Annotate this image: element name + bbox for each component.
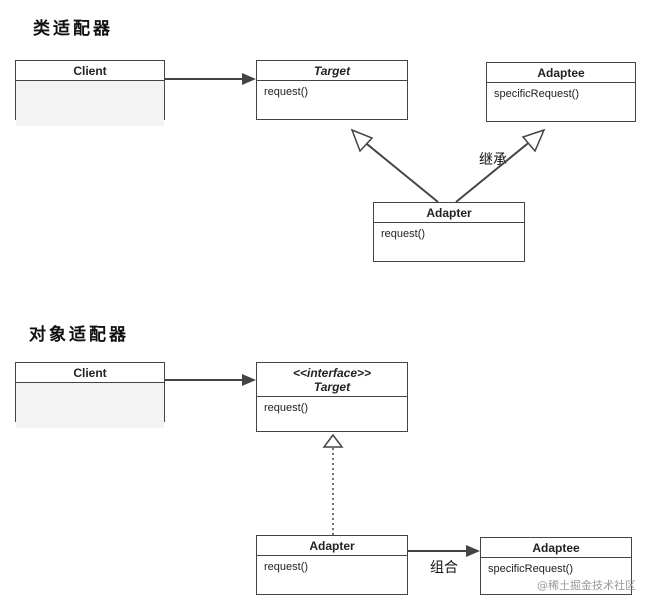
class-adapter-method: request()	[381, 228, 426, 240]
composition-label: 组合	[430, 560, 458, 576]
class-adaptee-method: specificRequest()	[494, 88, 579, 100]
class-adapter-target-line	[361, 139, 439, 203]
object-adapter-target-triangle	[322, 433, 344, 448]
object-client-name: Client	[16, 363, 164, 383]
object-target-name: Target	[313, 380, 351, 394]
class-target-box: Target request()	[256, 60, 408, 120]
object-target-method: request()	[264, 402, 309, 414]
object-client-target-arrowhead	[242, 374, 256, 386]
object-target-header: <<interface>> Target	[257, 363, 407, 397]
inheritance-label: 继承	[479, 152, 507, 168]
interface-stereotype: <<interface>>	[292, 366, 372, 380]
class-adapter-target-triangle	[350, 128, 374, 153]
watermark-text: @稀土掘金技术社区	[537, 579, 636, 592]
class-client-box: Client	[15, 60, 165, 126]
object-adapter-box: Adapter request()	[256, 535, 408, 595]
class-client-target-arrowhead	[242, 73, 256, 85]
class-adaptee-name: Adaptee	[487, 63, 635, 83]
class-target-method: request()	[264, 86, 309, 98]
class-adapter-title: 类适配器	[33, 19, 113, 39]
class-adapter-box: Adapter request()	[373, 202, 525, 262]
class-client-body	[16, 81, 164, 126]
object-adapter-method: request()	[264, 561, 309, 573]
class-client-name: Client	[16, 61, 164, 81]
class-adaptee-box: Adaptee specificRequest()	[486, 62, 636, 122]
class-adapter-name: Adapter	[374, 203, 524, 223]
object-adaptee-name: Adaptee	[481, 538, 631, 558]
object-adaptee-method: specificRequest()	[488, 563, 573, 575]
class-target-name: Target	[257, 61, 407, 81]
object-adaptee-box: Adaptee specificRequest()	[480, 537, 632, 595]
object-adapter-name: Adapter	[257, 536, 407, 556]
object-adapter-title: 对象适配器	[29, 325, 129, 345]
class-adapter-adaptee-line	[455, 139, 533, 203]
object-target-box: <<interface>> Target request()	[256, 362, 408, 432]
class-adapter-adaptee-triangle	[521, 128, 546, 153]
object-adapter-adaptee-arrowhead	[466, 545, 480, 557]
object-client-box: Client	[15, 362, 165, 428]
object-client-body	[16, 383, 164, 428]
